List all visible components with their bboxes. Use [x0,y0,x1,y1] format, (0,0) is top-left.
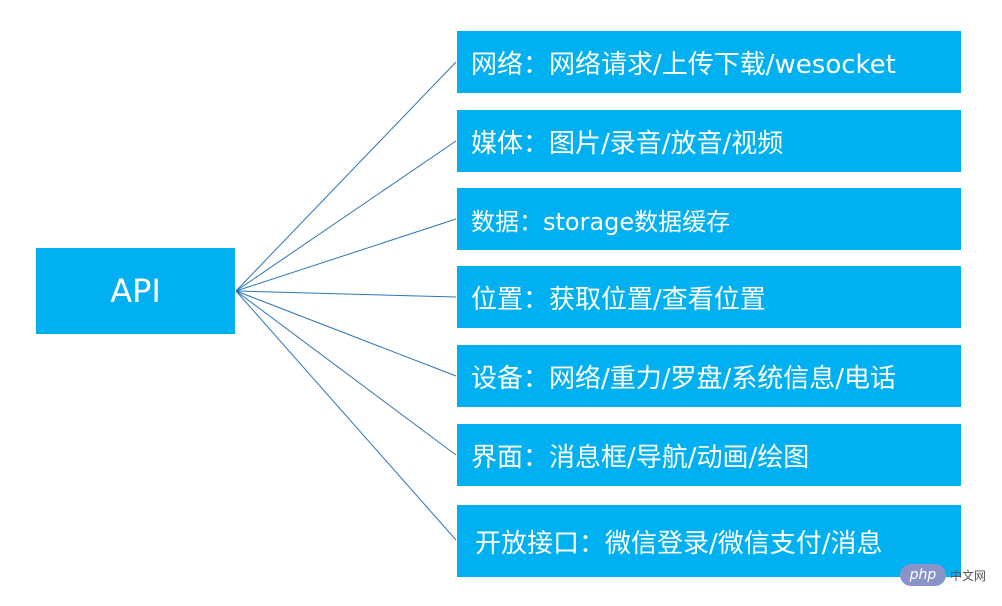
connector-line [235,290,457,456]
root-node-label: API [110,272,161,310]
connector-line [235,140,457,292]
node-label: 媒体：图片/录音/放音/视频 [471,128,784,159]
node-label: 界面：消息框/导航/动画/绘图 [471,442,810,473]
node-label: 数据：storage数据缓存 [471,207,731,236]
node-open-api: 开放接口：微信登录/微信支付/消息 [457,505,961,577]
node-interface: 界面：消息框/导航/动画/绘图 [457,424,961,486]
node-label: 设备：网络/重力/罗盘/系统信息/电话 [471,363,897,394]
watermark-text: 中文网 [950,568,987,583]
node-location: 位置：获取位置/查看位置 [457,266,961,328]
node-media: 媒体：图片/录音/放音/视频 [457,110,961,172]
node-device: 设备：网络/重力/罗盘/系统信息/电话 [457,345,961,407]
root-node-api: API [36,248,235,334]
connector-line [235,218,457,292]
connector-line [235,290,457,541]
node-label: 位置：获取位置/查看位置 [471,284,766,315]
watermark: php 中文网 [900,563,1000,587]
node-label: 网络：网络请求/上传下载/wesocket [471,49,896,80]
connector-line [235,290,457,298]
node-data: 数据：storage数据缓存 [457,188,961,250]
php-logo-icon: php [900,564,946,586]
node-network: 网络：网络请求/上传下载/wesocket [457,31,961,93]
connector-line [235,290,457,377]
node-label: 开放接口：微信登录/微信支付/消息 [475,528,883,559]
connector-line [235,61,457,292]
